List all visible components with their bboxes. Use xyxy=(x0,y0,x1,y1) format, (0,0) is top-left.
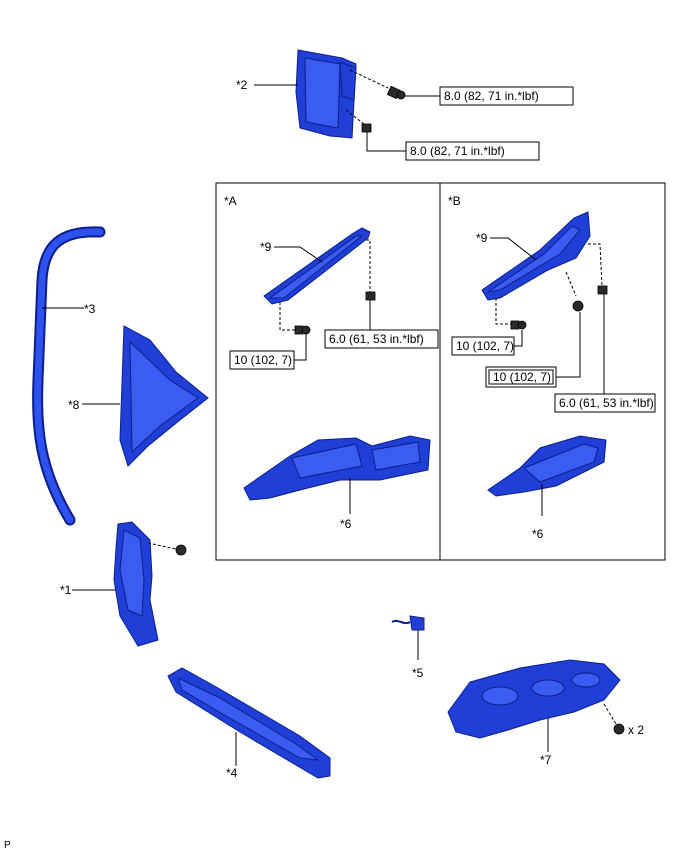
clip-fastener xyxy=(175,544,187,556)
bolt-fastener xyxy=(510,320,527,330)
torque-box xyxy=(485,366,557,388)
torque-box xyxy=(405,141,540,161)
part-9-bracket-b xyxy=(481,211,591,301)
torque-box xyxy=(324,329,439,349)
bolt-fastener xyxy=(572,300,584,312)
part-6-duct-a xyxy=(243,435,431,501)
part-2-ecu xyxy=(295,49,357,139)
corner-label: P xyxy=(4,840,11,851)
quantity-label: x 2 xyxy=(628,723,644,737)
torque-box xyxy=(451,336,515,356)
torque-value: 8.0 (82, 71 in.*lbf) xyxy=(410,144,505,158)
callout-8: *8 xyxy=(68,398,80,412)
callout-3: *3 xyxy=(84,302,96,316)
callout-6: *6 xyxy=(532,527,544,541)
part-8-trim xyxy=(119,325,209,467)
torque-box xyxy=(229,350,295,370)
torque-box xyxy=(554,393,656,413)
nut-fastener xyxy=(597,285,608,295)
callout-9: *9 xyxy=(260,240,272,254)
panel-b-label: *B xyxy=(448,194,461,208)
part-1-pillar xyxy=(113,521,159,647)
torque-value: 10 (102, 7) xyxy=(456,339,514,353)
torque-value: 8.0 (82, 71 in.*lbf) xyxy=(444,89,539,103)
bolt-fastener xyxy=(386,85,406,100)
callout-5: *5 xyxy=(412,666,424,680)
part-4-scuff-plate xyxy=(167,667,331,779)
torque-value: 10 (102, 7) xyxy=(493,370,551,384)
callout-6: *6 xyxy=(340,517,352,531)
panel-a-label: *A xyxy=(224,194,237,208)
part-3-garnish xyxy=(32,226,106,526)
callout-4: *4 xyxy=(226,766,238,780)
callout-9: *9 xyxy=(476,231,488,245)
torque-value: 6.0 (61, 53 in.*lbf) xyxy=(559,396,654,410)
torque-box xyxy=(439,86,574,106)
part-9-bracket-a xyxy=(263,227,371,305)
callout-2: *2 xyxy=(236,78,248,92)
bolt-fastener xyxy=(613,723,625,735)
torque-value: 6.0 (61, 53 in.*lbf) xyxy=(329,332,424,346)
callout-7: *7 xyxy=(540,753,552,767)
torque-box-inner xyxy=(488,369,554,385)
part-6-duct-b xyxy=(487,435,607,497)
nut-fastener xyxy=(361,123,372,133)
bolt-fastener xyxy=(294,325,311,335)
part-5-clip xyxy=(391,615,425,631)
nut-fastener xyxy=(365,291,376,301)
part-7-lower-panel xyxy=(447,659,621,739)
callout-1: *1 xyxy=(60,583,72,597)
torque-value: 10 (102, 7) xyxy=(234,353,292,367)
